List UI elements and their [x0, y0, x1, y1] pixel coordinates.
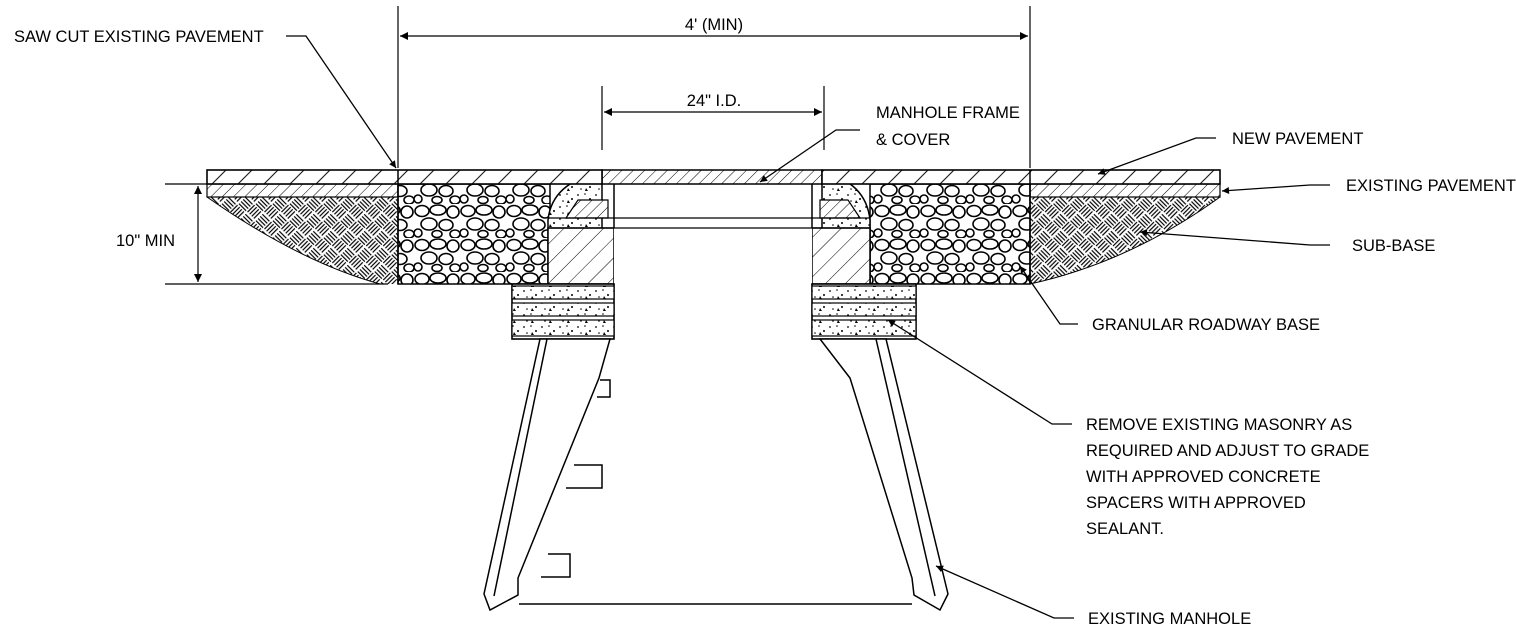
callout-remove-masonry-line1: REMOVE EXISTING MASONRY AS	[1086, 416, 1352, 434]
dimension-overall-width-label: 4' (MIN)	[685, 16, 743, 34]
leader-existing-pavement	[1221, 184, 1330, 195]
leader-sub-base	[1139, 229, 1330, 246]
leader-granular-base	[1019, 265, 1078, 325]
existing-pavement-left	[206, 183, 399, 198]
dimension-overall-width	[397, 6, 1031, 168]
callout-sub-base: SUB-BASE	[1352, 237, 1435, 255]
sub-base-right	[1029, 196, 1221, 285]
existing-manhole	[483, 338, 949, 612]
dimension-frame-id-label: 24" I.D.	[687, 92, 741, 110]
callout-remove-masonry-line4: SPACERS WITH APPROVED	[1086, 494, 1306, 512]
adjustment-rings-right	[811, 283, 917, 340]
adjustment-rings-left	[511, 283, 615, 340]
callout-saw-cut: SAW CUT EXISTING PAVEMENT	[14, 28, 264, 46]
new-pavement-left	[206, 169, 603, 185]
callout-existing-manhole: EXISTING MANHOLE	[1088, 610, 1251, 628]
new-pavement-right	[821, 169, 1221, 185]
granular-base-right	[869, 183, 1031, 285]
leader-saw-cut	[286, 35, 397, 169]
leader-new-pavement	[1097, 137, 1216, 175]
sub-base-left	[206, 196, 398, 285]
dimension-frame-id	[601, 86, 825, 150]
callout-frame-cover-line2: & COVER	[876, 131, 950, 149]
dimension-depth-label: 10" MIN	[116, 232, 175, 250]
frame-opening	[614, 184, 812, 284]
leader-existing-manhole	[935, 565, 1074, 619]
callout-existing-pavement: EXISTING PAVEMENT	[1346, 177, 1516, 195]
dimension-depth	[165, 183, 388, 285]
callout-remove-masonry-line2: REQUIRED AND ADJUST TO GRADE	[1086, 442, 1369, 460]
callout-remove-masonry-line3: WITH APPROVED CONCRETE	[1086, 468, 1321, 486]
callout-frame-cover-line1: MANHOLE FRAME	[876, 104, 1020, 122]
leader-frame-cover	[759, 129, 860, 183]
existing-pavement-right	[1029, 183, 1221, 198]
granular-base-left	[397, 183, 551, 285]
callout-remove-masonry-line5: SEALANT.	[1086, 520, 1164, 538]
callout-granular-base: GRANULAR ROADWAY BASE	[1092, 316, 1320, 334]
leader-remove-masonry	[887, 319, 1072, 425]
callout-new-pavement: NEW PAVEMENT	[1232, 130, 1363, 148]
manhole-cover	[601, 169, 823, 185]
